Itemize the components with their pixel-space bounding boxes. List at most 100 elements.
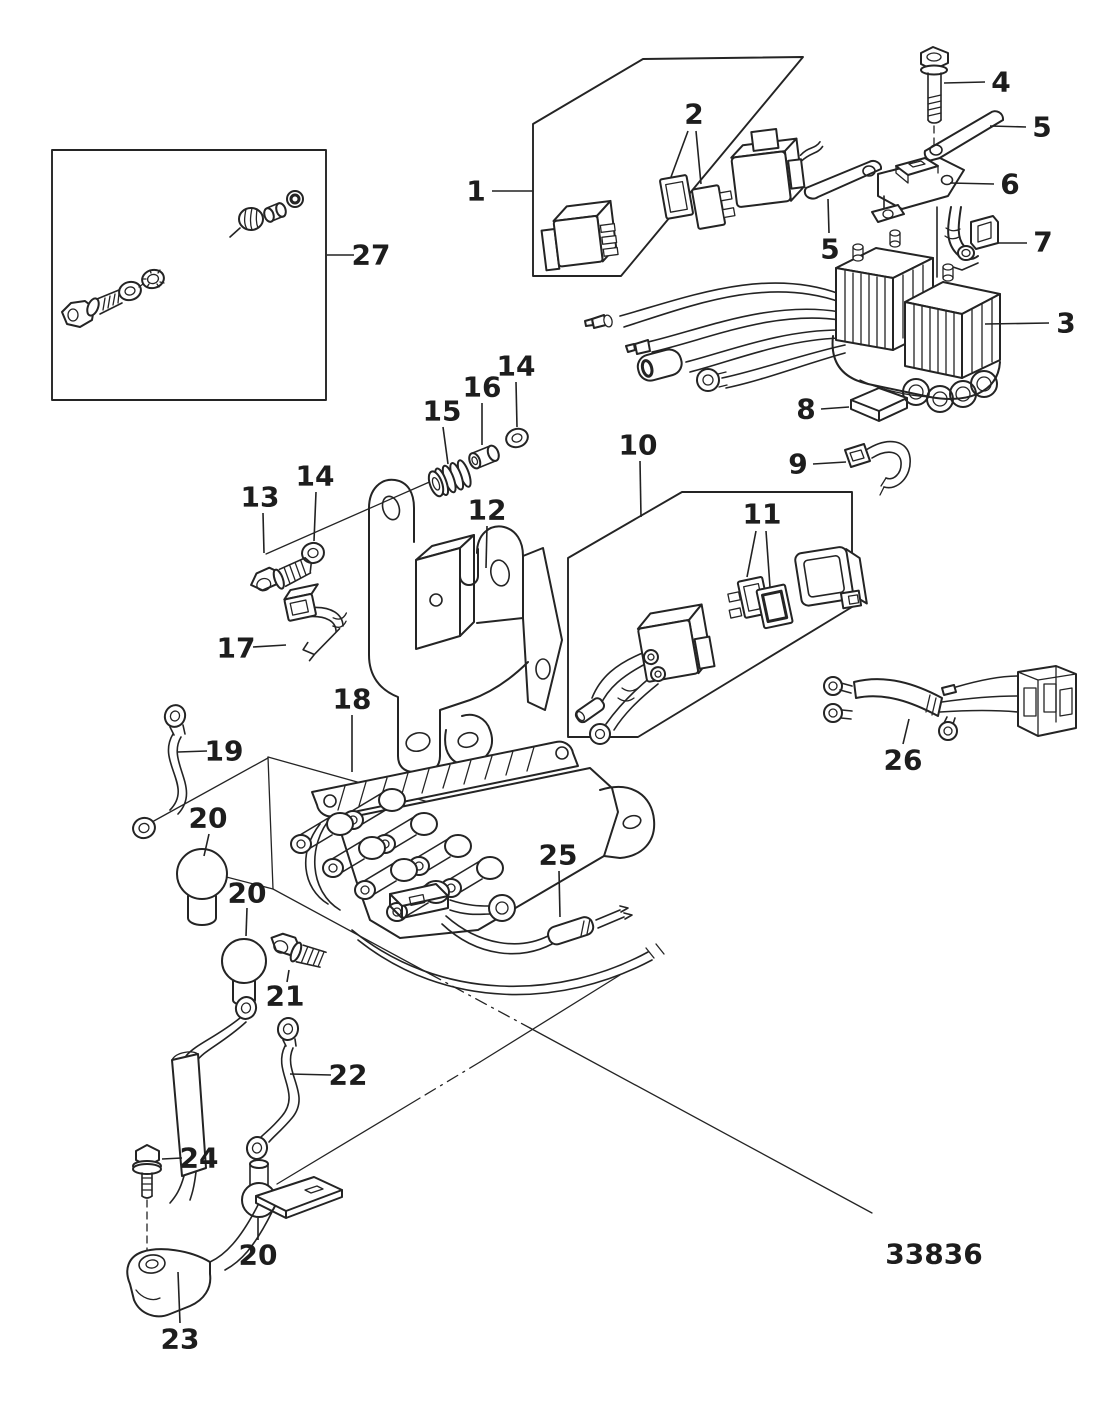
- bolt-4-shape: [927, 94, 942, 117]
- relay-2-shape: [730, 150, 792, 208]
- solenoid-assembly-18-shape: [323, 794, 337, 808]
- ground-wire-22-shape: [276, 1017, 300, 1041]
- fuse-11b-shape: [760, 589, 789, 624]
- lead-wire-25-shape-shape: [547, 916, 595, 946]
- fuse-2b-shape: [691, 184, 726, 230]
- assembly-construction-lines-shape: [479, 974, 621, 1063]
- bushing-16-shape: [468, 452, 482, 470]
- relay-fuse-group-box-shape: [532, 56, 804, 277]
- bracket-6-shape: [895, 165, 939, 184]
- ground-wire-22-shape: [245, 1136, 269, 1160]
- assembly-construction-lines-shape: [265, 479, 435, 555]
- terminal-cap-20c-shape: [249, 1163, 269, 1189]
- regulator-heat-sink-shape: [913, 304, 955, 377]
- ground-wire-19-shape: [138, 822, 150, 834]
- voltage-regulator-3: [584, 229, 1001, 413]
- bracket-12-shape: [368, 478, 415, 547]
- kit-connector: [636, 603, 716, 683]
- kit-connector-wires-shape: [594, 728, 606, 740]
- solenoid-terminals-shape: [296, 839, 306, 849]
- callout-2: 2: [670, 98, 704, 185]
- callouts-layer: 1234556789101112131414151617181920202021…: [161, 66, 1076, 1356]
- wiring-harness-26-shape: [955, 675, 1019, 688]
- bracket-12-shape: [429, 593, 443, 607]
- regulator-heat-sink-shape: [835, 267, 894, 351]
- solenoid-terminals-shape: [290, 834, 312, 854]
- callout-11-leader-line: [765, 530, 771, 588]
- fuse-11b: [755, 583, 794, 630]
- callout-17-label: 17: [217, 632, 256, 665]
- bracket-6: [871, 157, 965, 278]
- callout-23-label: 23: [161, 1323, 200, 1356]
- terminal-cap-20a-shape: [187, 895, 217, 926]
- callout-6-leader-line: [949, 182, 995, 185]
- regulator-wires-shape: [619, 282, 841, 328]
- callout-3-label: 3: [1056, 307, 1075, 340]
- bracket-12-shape: [476, 525, 524, 624]
- callout-15-leader-line: [442, 426, 449, 465]
- callout-25: 25: [539, 839, 577, 918]
- callout-19-leader-line: [177, 750, 208, 753]
- clamp-7-shape: [970, 215, 999, 250]
- ground-wire-22-shape: [282, 1023, 294, 1035]
- callout-20-a: 20: [189, 802, 227, 857]
- bracket-12-shape: [535, 658, 551, 680]
- callout-5-top-label: 5: [1032, 111, 1051, 144]
- terminal-cap-20c-shape: [249, 1159, 269, 1169]
- clamp-7-shape: [957, 245, 975, 261]
- solenoid-connector: [389, 883, 449, 919]
- bracket-6-shape: [871, 204, 905, 223]
- kit-connector-wires: [574, 651, 659, 745]
- regulator-wires-shape: [702, 374, 714, 386]
- assembly-construction-lines: [151, 479, 873, 1214]
- strap-5-bottom-shape: [803, 160, 883, 200]
- regulator-heat-sink-shape: [942, 266, 954, 279]
- sensor-17-shape: [309, 606, 344, 633]
- callout-7: 7: [998, 226, 1053, 259]
- wiring-harness-26-shape: [938, 721, 958, 741]
- kit-screw-shape: [102, 292, 120, 311]
- callout-19-label: 19: [205, 735, 244, 768]
- solenoid-flange-shape: [599, 785, 656, 859]
- diagram-artwork: [51, 46, 1077, 1318]
- regulator-wires-shape: [685, 329, 841, 373]
- bracket-23-shape: [209, 1204, 273, 1271]
- wiring-harness-26-shape: [943, 726, 953, 736]
- callout-18-label: 18: [333, 683, 372, 716]
- wiring-harness-26-shape: [823, 703, 843, 723]
- bracket-6-shape: [877, 157, 965, 210]
- callout-8: 8: [796, 393, 850, 426]
- callout-21-leader-line: [286, 969, 290, 983]
- kit-screw-shape: [96, 289, 123, 315]
- ground-wire-19-shape: [132, 816, 156, 840]
- callout-14-left: 14: [296, 460, 334, 542]
- relay-fuse-group-box: [532, 56, 824, 277]
- kit-lock-washer-shape: [146, 273, 160, 285]
- regulator-coil-leads-shape: [908, 384, 924, 400]
- wiring-harness-26-shape: [939, 695, 1019, 713]
- bracket-23-shape: [138, 1254, 166, 1274]
- callout-11: 11: [743, 498, 781, 588]
- callout-25-leader-line: [558, 870, 561, 918]
- kit-lock-washer-shape: [138, 283, 144, 288]
- wiring-harness-26: [823, 665, 1077, 741]
- bracket-12-shape: [459, 548, 479, 586]
- callout-13-leader-line: [262, 512, 265, 554]
- callout-12: 12: [468, 494, 506, 569]
- bolt-24-shape: [141, 1195, 153, 1199]
- kit-washer-shape: [124, 286, 136, 296]
- lead-wire-25-shape: [580, 918, 591, 937]
- callout-15-label: 15: [423, 395, 462, 428]
- kit-connector-wires-shape: [617, 687, 639, 702]
- solenoid-flange-shape: [622, 814, 642, 830]
- assembly-construction-lines-shape: [272, 888, 431, 975]
- starter-relay-kit-box-shape: [567, 491, 853, 738]
- kit-seal-washer-shape: [286, 190, 304, 208]
- bolt-4-shape: [926, 52, 942, 62]
- callout-8-label: 8: [796, 393, 815, 426]
- solenoid-assembly-18-shape: [337, 746, 535, 811]
- strap-5-bottom: [803, 160, 883, 200]
- callout-18: 18: [333, 683, 372, 772]
- bracket-12-shape: [405, 731, 431, 753]
